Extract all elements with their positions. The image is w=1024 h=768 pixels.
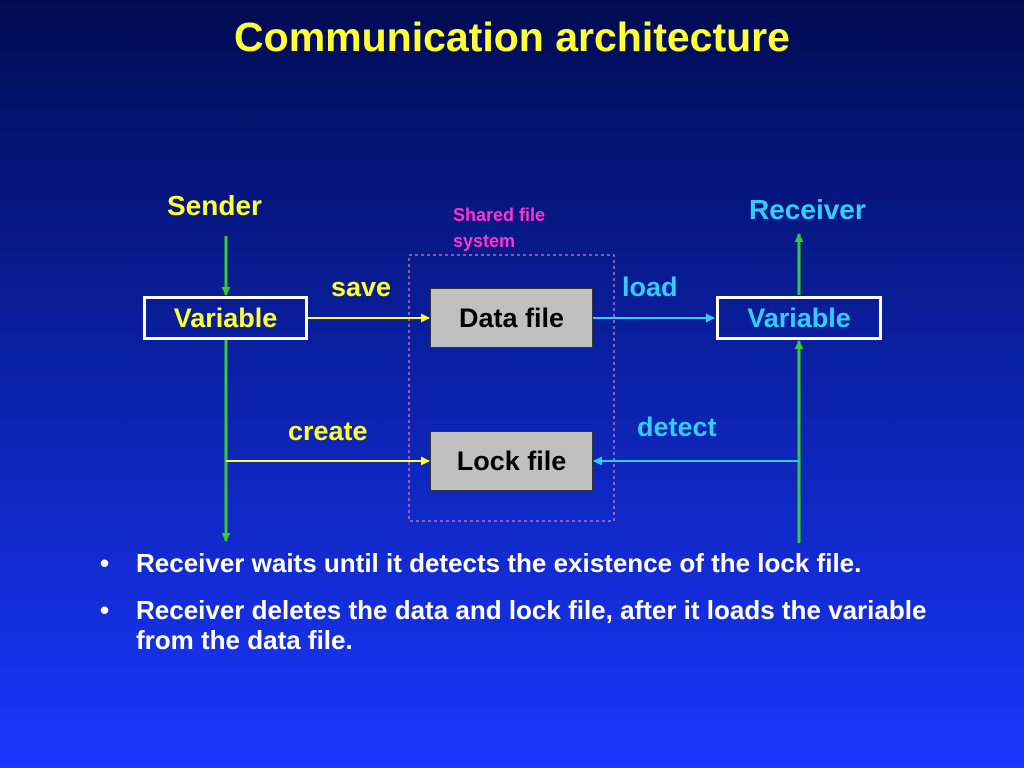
slide-title: Communication architecture [234,14,790,60]
detect-label: detect [637,412,717,442]
create-label: create [288,416,368,446]
sender-variable-box: Variable [143,296,308,340]
lock-file-box: Lock file [430,431,593,491]
bullet-item: Receiver waits until it detects the exis… [100,548,980,578]
receiver-variable-box: Variable [716,296,882,340]
shared-fs-label: Shared file system [453,202,545,254]
load-label: load [622,272,678,302]
sender-label: Sender [167,190,262,221]
receiver-label: Receiver [749,194,866,225]
shared-file-system-region [408,254,615,522]
data-file-box: Data file [430,288,593,348]
shared-fs-label-line2: system [453,231,516,251]
bullet-list: Receiver waits until it detects the exis… [100,548,980,672]
bullet-item: Receiver deletes the data and lock file,… [100,595,980,655]
save-label: save [331,272,392,302]
shared-fs-label-line1: Shared file [453,205,546,225]
